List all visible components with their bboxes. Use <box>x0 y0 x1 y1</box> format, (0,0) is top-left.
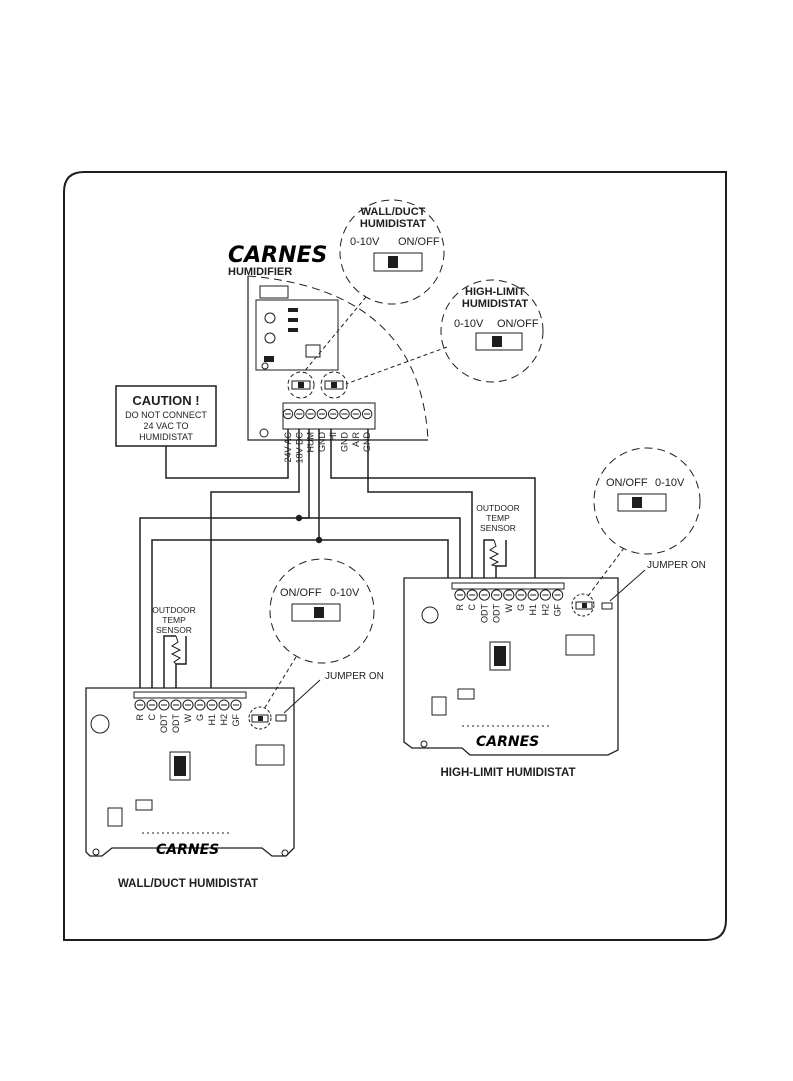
high-board-callout-slider[interactable] <box>632 497 642 508</box>
wiring <box>139 429 536 700</box>
high-jumper-label: JUMPER ON <box>647 560 706 571</box>
callout-high-limit-title-2: HUMIDISTAT <box>462 298 528 310</box>
caution-title: CAUTION ! <box>132 393 199 408</box>
high-sensor-resistor <box>488 539 500 567</box>
svg-text:SENSOR: SENSOR <box>480 523 516 533</box>
callout-wall-duct-left: 0-10V <box>350 236 380 248</box>
wall-board-callout-slider[interactable] <box>314 607 324 618</box>
wall-duct-terminal-screws <box>134 699 242 711</box>
caution-line-1: DO NOT CONNECT <box>125 410 207 420</box>
callout-high-limit-switch: HIGH-LIMIT HUMIDISTAT 0-10V ON/OFF <box>345 279 544 385</box>
humidifier-terminal-label-7: GND <box>362 432 372 453</box>
wall-duct-terminal-label-4: W <box>183 714 193 723</box>
high-limit-terminal-label-5: G <box>516 604 526 611</box>
diagram-frame <box>63 171 727 941</box>
svg-text:TEMP: TEMP <box>486 513 510 523</box>
caution-line-3: HUMIDISTAT <box>139 432 193 442</box>
svg-text:ON/OFF: ON/OFF <box>280 587 322 599</box>
humidifier-switch-2-callout-ring <box>320 371 348 399</box>
callout-wall-duct-title-1: WALL/DUCT <box>361 206 426 218</box>
callout-wall-board-switch: ON/OFF 0-10V JUMPER ON <box>248 558 384 730</box>
high-limit-terminal-label-0: R <box>455 604 465 611</box>
high-limit-caption: HIGH-LIMIT HUMIDISTAT <box>441 767 576 779</box>
wall-duct-terminal-label-0: R <box>135 714 145 721</box>
high-limit-terminal-label-1: C <box>467 604 477 611</box>
svg-text:OUTDOOR: OUTDOOR <box>476 503 519 513</box>
wall-duct-terminal-label-3: ODT <box>171 714 181 734</box>
callout-high-limit-right: ON/OFF <box>497 318 539 330</box>
humidifier-terminal-screws <box>282 408 373 420</box>
high-limit-switch-slider[interactable] <box>492 336 502 347</box>
wall-duct-switch-slider[interactable] <box>388 256 398 268</box>
wall-jumper-label: JUMPER ON <box>325 671 384 682</box>
high-limit-terminal-label-8: GF <box>553 603 563 616</box>
high-limit-terminal-label-2: ODT <box>479 604 489 624</box>
svg-text:ON/OFF: ON/OFF <box>606 477 648 489</box>
humidifier-terminal-label-3: GND <box>317 432 327 453</box>
humidifier-pcb-module <box>255 299 339 371</box>
svg-text:TEMP: TEMP <box>162 615 186 625</box>
caution-box: CAUTION ! DO NOT CONNECT 24 VAC TO HUMID… <box>115 385 217 447</box>
humidifier-subtitle: HUMIDIFIER <box>228 266 292 278</box>
humidifier-terminal-label-5: GND <box>340 432 350 453</box>
wall-duct-terminal-label-7: H2 <box>219 714 229 726</box>
humidifier-switch-1-callout-ring <box>287 371 315 399</box>
svg-text:0-10V: 0-10V <box>655 477 685 489</box>
high-limit-jumper[interactable] <box>601 602 613 610</box>
wall-duct-terminal-label-2: ODT <box>159 714 169 734</box>
wall-sensor-label: OUTDOOR TEMP SENSOR <box>152 605 195 635</box>
high-limit-terminal-label-6: H1 <box>528 604 538 616</box>
wall-duct-board-logo: CARNES <box>156 842 219 858</box>
humidifier-terminal-label-4: HI <box>328 432 338 441</box>
wall-duct-terminal-label-8: GF <box>231 713 241 726</box>
callout-high-limit-title-1: HIGH-LIMIT <box>465 286 525 298</box>
high-limit-terminal-label-4: W <box>504 604 514 613</box>
humidifier-mount-hole <box>259 428 269 438</box>
wall-duct-terminal-label-1: C <box>147 714 157 721</box>
humidifier-enclosure-arc <box>247 275 429 441</box>
callout-high-board-switch: ON/OFF 0-10V JUMPER ON <box>571 447 706 617</box>
callout-wall-duct-title-2: HUMIDISTAT <box>360 218 426 230</box>
wall-sensor-resistor <box>170 635 182 665</box>
high-sensor-label: OUTDOOR TEMP SENSOR <box>476 503 519 533</box>
caution-line-2: 24 VAC TO <box>143 421 188 431</box>
humidifier-terminal-block <box>282 402 376 430</box>
high-limit-terminal-label-3: ODT <box>492 604 502 624</box>
high-limit-board-logo: CARNES <box>476 734 539 750</box>
wall-duct-terminal-label-6: H1 <box>207 714 217 726</box>
wall-duct-caption: WALL/DUCT HUMIDISTAT <box>118 878 258 890</box>
high-limit-terminal-screws <box>454 589 564 601</box>
callout-wall-duct-right: ON/OFF <box>398 236 440 248</box>
humidifier-terminal-label-2: HUM <box>306 432 316 453</box>
svg-text:0-10V: 0-10V <box>330 587 360 599</box>
humidifier-brand-logo: CARNES <box>228 243 327 268</box>
wall-duct-jumper[interactable] <box>275 714 287 722</box>
svg-text:OUTDOOR: OUTDOOR <box>152 605 195 615</box>
svg-text:SENSOR: SENSOR <box>156 625 192 635</box>
high-limit-terminal-label-7: H2 <box>540 604 550 616</box>
callout-wall-duct-switch: WALL/DUCT HUMIDISTAT 0-10V ON/OFF <box>302 199 445 374</box>
wall-duct-terminal-label-5: G <box>195 714 205 721</box>
humidifier-terminal-label-6: AIR <box>351 432 361 448</box>
callout-high-limit-left: 0-10V <box>454 318 484 330</box>
